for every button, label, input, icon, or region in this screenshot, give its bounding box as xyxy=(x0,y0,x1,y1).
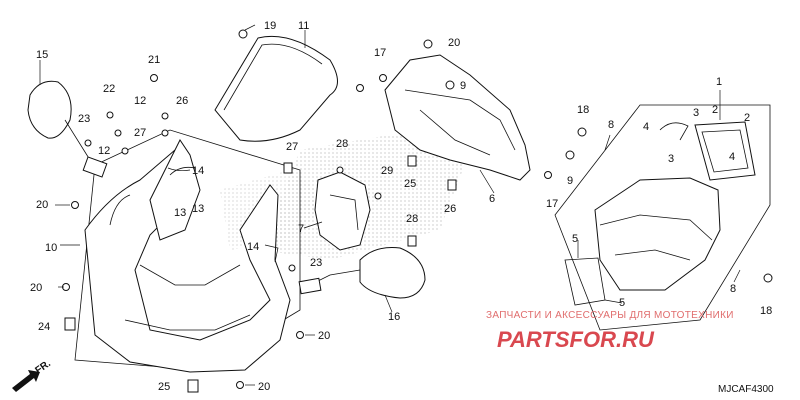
callout-20-a: 20 xyxy=(36,199,48,211)
callout-24-b: 25 xyxy=(158,381,170,393)
assembly-box-right xyxy=(554,104,771,331)
callout-25-a: 25 xyxy=(404,178,416,190)
windscreen xyxy=(214,35,338,142)
callout-19: 19 xyxy=(264,20,276,32)
callout-26-b: 27 xyxy=(134,127,146,139)
cowl-stay xyxy=(384,54,531,181)
mirror-left xyxy=(27,80,72,139)
inner-panel xyxy=(149,139,201,241)
callout-23-b: 23 xyxy=(310,257,322,269)
bracket-7 xyxy=(314,171,371,251)
fasteners xyxy=(62,29,773,393)
callout-21: 21 xyxy=(148,54,160,66)
callout-14-b: 14 xyxy=(247,241,259,253)
direction-label: FR. xyxy=(33,358,53,376)
callout-5-b: 5 xyxy=(619,297,625,309)
callout-25-b: 26 xyxy=(444,203,456,215)
callout-15: 15 xyxy=(36,49,48,61)
callout-3-a: 3 xyxy=(693,107,699,119)
callout-12-b: 12 xyxy=(98,145,110,157)
callout-13-b: 13 xyxy=(192,203,204,215)
callout-7: 7 xyxy=(298,223,304,235)
callout-5-a: 5 xyxy=(572,233,578,245)
callout-26-a: 26 xyxy=(176,95,188,107)
direction-arrow xyxy=(12,370,40,392)
callout-28-b: 29 xyxy=(381,165,393,177)
callout-6: 6 xyxy=(489,193,495,205)
callout-18-a: 18 xyxy=(577,104,589,116)
diagram-code: MJCAF4300 xyxy=(718,384,774,395)
callout-9-b: 9 xyxy=(567,175,573,187)
callout-20-d: 20 xyxy=(318,330,330,342)
callout-24-a: 24 xyxy=(38,321,50,333)
callout-11: 11 xyxy=(298,20,309,32)
leader-lines xyxy=(39,24,741,386)
callout-23-a: 23 xyxy=(78,113,90,125)
callout-22: 22 xyxy=(103,83,115,95)
callout-13-a: 13 xyxy=(174,207,186,219)
callout-16: 16 xyxy=(388,311,400,323)
assembly-box-left xyxy=(74,129,301,371)
callout-20-c: 20 xyxy=(258,381,270,393)
callout-17-a: 17 xyxy=(374,47,386,59)
upper-cowl xyxy=(84,149,291,373)
air-duct xyxy=(594,177,721,291)
callout-3-b: 3 xyxy=(668,153,674,165)
callout-18-b: 18 xyxy=(760,305,772,317)
callout-14-a: 14 xyxy=(192,165,204,177)
callout-17-b: 17 xyxy=(546,198,558,210)
callout-12-a: 12 xyxy=(134,95,146,107)
callout-10: 10 xyxy=(45,242,57,254)
mirror-right xyxy=(359,247,426,299)
callout-4-a: 4 xyxy=(643,121,649,133)
callout-20-b: 20 xyxy=(30,282,42,294)
watermark-line2: PARTSFOR.RU xyxy=(497,327,655,352)
callout-4-b: 4 xyxy=(729,151,735,163)
callout-8-b: 8 xyxy=(730,283,736,295)
callout-9-a: 9 xyxy=(460,80,466,92)
callout-27-b: 28 xyxy=(406,213,418,225)
callout-19-b: 20 xyxy=(448,37,460,49)
watermark-line1: ЗАПЧАСТИ И АКСЕССУАРЫ ДЛЯ МОТОТЕХНИКИ xyxy=(486,310,734,321)
callout-1: 1 xyxy=(716,76,722,88)
callout-27-a: 27 xyxy=(286,141,298,153)
callout-28-a: 28 xyxy=(336,138,348,150)
callout-2-a: 2 xyxy=(712,104,718,116)
seal-4 xyxy=(694,121,756,181)
callout-8-a: 8 xyxy=(608,119,614,131)
callout-2-b: 2 xyxy=(744,112,750,124)
